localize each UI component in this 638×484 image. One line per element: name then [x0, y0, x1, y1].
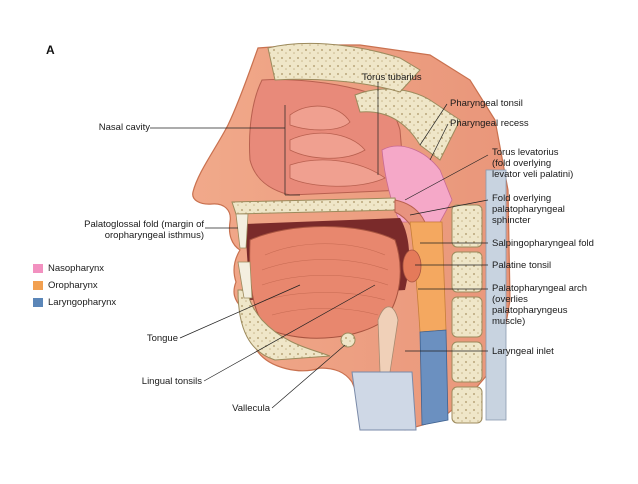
nasal-concha-upper	[289, 105, 351, 131]
label-torus-levatorius: Torus levatorius (fold overlying levator…	[492, 147, 574, 180]
leader-lines	[150, 82, 489, 409]
nasal-concha-middle	[289, 132, 366, 159]
hyoid-bone	[340, 332, 356, 348]
label-salpingopharyngeal-fold: Salpingopharyngeal fold	[492, 238, 594, 249]
epiglottis	[377, 306, 399, 373]
legend-label-nasopharynx: Nasopharynx	[48, 263, 104, 274]
upper-teeth	[235, 213, 249, 249]
legend-label-laryngopharynx: Laryngopharynx	[48, 297, 117, 308]
skull-base-bone	[354, 88, 461, 161]
palatine-tonsil	[402, 249, 422, 283]
label-pharyngeal-tonsil: Pharyngeal tonsil	[450, 98, 523, 109]
cervical-vertebrae	[451, 169, 507, 424]
tongue-muscle-fibers	[261, 243, 389, 316]
label-palatoglossal-fold: Palatoglossal fold (margin of oropharyng…	[84, 219, 204, 241]
label-lingual-tonsils: Lingual tonsils	[141, 376, 202, 387]
label-fold-palatopharyngeal-sphincter: Fold overlying palatopharyngeal sphincte…	[492, 193, 565, 226]
label-laryngeal-inlet: Laryngeal inlet	[492, 346, 554, 357]
label-pharyngeal-recess: Pharyngeal recess	[450, 118, 529, 129]
label-vallecula: Vallecula	[232, 403, 270, 414]
legend-swatch-nasopharynx	[33, 264, 43, 273]
label-palatine-tonsil: Palatine tonsil	[492, 260, 552, 271]
label-torus-tubarius: Torus tubarius	[362, 72, 422, 83]
mandible	[237, 289, 331, 361]
legend-swatch-laryngopharynx	[33, 298, 43, 307]
legend-swatch-oropharynx	[33, 281, 43, 290]
label-palatopharyngeal-arch: Palatopharyngeal arch (overlies palatoph…	[492, 283, 588, 327]
larynx	[351, 371, 417, 431]
laryngopharynx-region	[419, 329, 449, 426]
frontal-bone	[267, 42, 421, 93]
tongue-body	[249, 226, 401, 339]
nasal-concha-lower	[289, 159, 386, 187]
legend-label-oropharynx: Oropharynx	[48, 280, 98, 291]
label-nasal-cavity: Nasal cavity	[98, 122, 150, 133]
label-tongue: Tongue	[146, 333, 178, 344]
figure-letter: A	[46, 43, 55, 57]
lower-teeth	[237, 261, 253, 299]
